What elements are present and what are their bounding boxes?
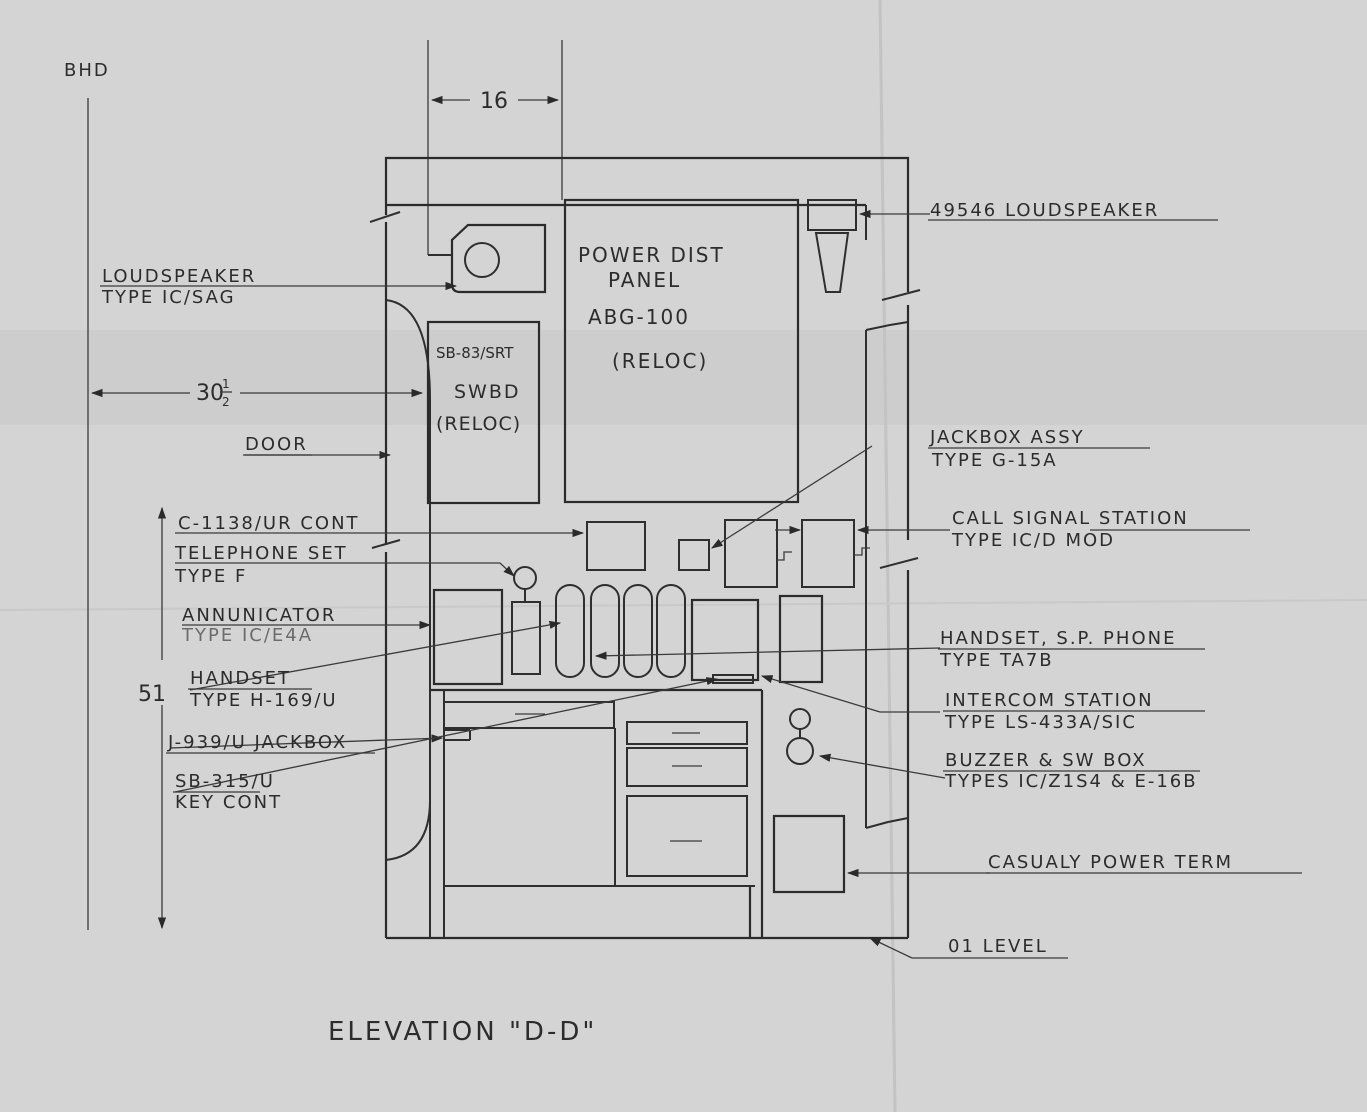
loudspeaker-sag bbox=[428, 223, 547, 294]
label-call-signal-station: CALL SIGNAL STATION TYPE IC/D MOD bbox=[951, 508, 1189, 551]
label-49546-loudspeaker: 49546 LOUDSPEAKER bbox=[928, 200, 1218, 221]
power-panel-line-4: (RELOC) bbox=[612, 349, 708, 373]
label-c1138: C-1138/UR CONT bbox=[178, 513, 360, 534]
dim-16-text: 16 bbox=[480, 89, 508, 114]
svg-text:BUZZER & SW BOX: BUZZER & SW BOX bbox=[945, 750, 1147, 771]
power-dist-panel: POWER DIST PANEL ABG-100 (RELOC) bbox=[563, 198, 800, 504]
call-signal-boxes bbox=[724, 519, 870, 588]
svg-text:ANNUNICATOR: ANNUNICATOR bbox=[182, 605, 336, 626]
svg-text:TYPES IC/Z1S4 & E-16B: TYPES IC/Z1S4 & E-16B bbox=[944, 771, 1198, 792]
svg-text:TYPE IC/D MOD: TYPE IC/D MOD bbox=[951, 530, 1115, 551]
svg-text:TYPE TA7B: TYPE TA7B bbox=[939, 650, 1054, 671]
svg-text:J-939/U JACKBOX: J-939/U JACKBOX bbox=[167, 732, 347, 753]
room-outline bbox=[369, 156, 921, 940]
svg-text:01 LEVEL: 01 LEVEL bbox=[948, 936, 1048, 957]
switchboard-sb83: SB-83/SRT SWBD (RELOC) bbox=[426, 320, 541, 505]
casualty-power-box bbox=[772, 814, 846, 894]
swbd-line-3: (RELOC) bbox=[436, 413, 521, 435]
power-panel-line-3: ABG-100 bbox=[588, 305, 690, 329]
dimension-16: 16 bbox=[427, 40, 563, 255]
label-buzzer-sw-box: BUZZER & SW BOX TYPES IC/Z1S4 & E-16B bbox=[943, 750, 1200, 792]
intercom-box bbox=[690, 598, 760, 682]
label-01-level: 01 LEVEL bbox=[945, 936, 1068, 959]
svg-text:HANDSET, S.P. PHONE: HANDSET, S.P. PHONE bbox=[940, 628, 1176, 649]
label-jackbox-assy: JACKBOX ASSY TYPE G-15A bbox=[928, 427, 1150, 471]
c1138-box bbox=[586, 521, 646, 571]
label-telephone-set: TELEPHONE SET TYPE F bbox=[174, 543, 348, 587]
svg-text:SB-315/U: SB-315/U bbox=[175, 771, 275, 792]
dimension-51: 51 bbox=[138, 506, 167, 930]
desk bbox=[430, 688, 764, 938]
label-door: DOOR bbox=[243, 434, 312, 456]
label-handset: HANDSET TYPE H-169/U bbox=[188, 668, 338, 711]
svg-text:INTERCOM STATION: INTERCOM STATION bbox=[945, 690, 1154, 711]
svg-text:C-1138/UR CONT: C-1138/UR CONT bbox=[178, 513, 360, 534]
label-handset-sp-phone: HANDSET, S.P. PHONE TYPE TA7B bbox=[938, 628, 1205, 671]
handset-rack bbox=[555, 584, 686, 678]
svg-text:TYPE G-15A: TYPE G-15A bbox=[931, 450, 1058, 471]
dim-30-den: 2 bbox=[222, 395, 230, 409]
label-loudspeaker-sag: LOUDSPEAKER TYPE IC/SAG bbox=[101, 266, 256, 308]
power-panel-line-2: PANEL bbox=[608, 268, 681, 292]
dim-51-text: 51 bbox=[138, 682, 166, 707]
svg-text:TELEPHONE SET: TELEPHONE SET bbox=[174, 543, 348, 564]
buzzer-sw-box bbox=[786, 708, 814, 765]
swbd-line-2: SWBD bbox=[454, 381, 521, 403]
label-intercom-station: INTERCOM STATION TYPE LS-433A/SIC bbox=[943, 690, 1205, 733]
svg-text:LOUDSPEAKER: LOUDSPEAKER bbox=[102, 266, 256, 287]
svg-text:HANDSET: HANDSET bbox=[190, 668, 291, 689]
jackbox-g15a-box bbox=[678, 539, 710, 571]
label-j939-jackbox: J-939/U JACKBOX bbox=[166, 732, 375, 754]
label-casualty-power: CASUALY POWER TERM bbox=[986, 852, 1302, 874]
svg-text:CASUALY POWER TERM: CASUALY POWER TERM bbox=[988, 852, 1233, 873]
bhd-label: BHD bbox=[64, 60, 110, 81]
handset-sp-box bbox=[778, 594, 824, 684]
drawing-title: ELEVATION "D-D" bbox=[328, 1017, 597, 1047]
telephone-set bbox=[511, 566, 541, 675]
svg-text:KEY CONT: KEY CONT bbox=[175, 792, 282, 813]
svg-text:JACKBOX ASSY: JACKBOX ASSY bbox=[929, 427, 1085, 448]
power-panel-line-1: POWER DIST bbox=[578, 243, 725, 267]
svg-text:TYPE IC/SAG: TYPE IC/SAG bbox=[101, 287, 236, 308]
dim-30-text: 30 bbox=[196, 381, 224, 406]
dimension-30-half: 30 1 2 bbox=[90, 377, 424, 409]
svg-text:TYPE IC/E4A: TYPE IC/E4A bbox=[181, 625, 313, 646]
svg-text:TYPE H-169/U: TYPE H-169/U bbox=[189, 690, 338, 711]
svg-text:TYPE F: TYPE F bbox=[174, 566, 247, 587]
svg-text:TYPE LS-433A/SIC: TYPE LS-433A/SIC bbox=[944, 712, 1137, 733]
dim-30-num: 1 bbox=[222, 377, 230, 391]
annunciator-box bbox=[432, 588, 504, 686]
loudspeaker-49546 bbox=[807, 199, 857, 293]
swbd-line-1: SB-83/SRT bbox=[436, 344, 514, 362]
svg-text:49546 LOUDSPEAKER: 49546 LOUDSPEAKER bbox=[930, 200, 1159, 221]
label-annunciator: ANNUNICATOR TYPE IC/E4A bbox=[181, 605, 336, 646]
svg-text:DOOR: DOOR bbox=[245, 434, 308, 455]
label-sb315: SB-315/U KEY CONT bbox=[173, 771, 282, 813]
svg-text:CALL SIGNAL STATION: CALL SIGNAL STATION bbox=[952, 508, 1189, 529]
